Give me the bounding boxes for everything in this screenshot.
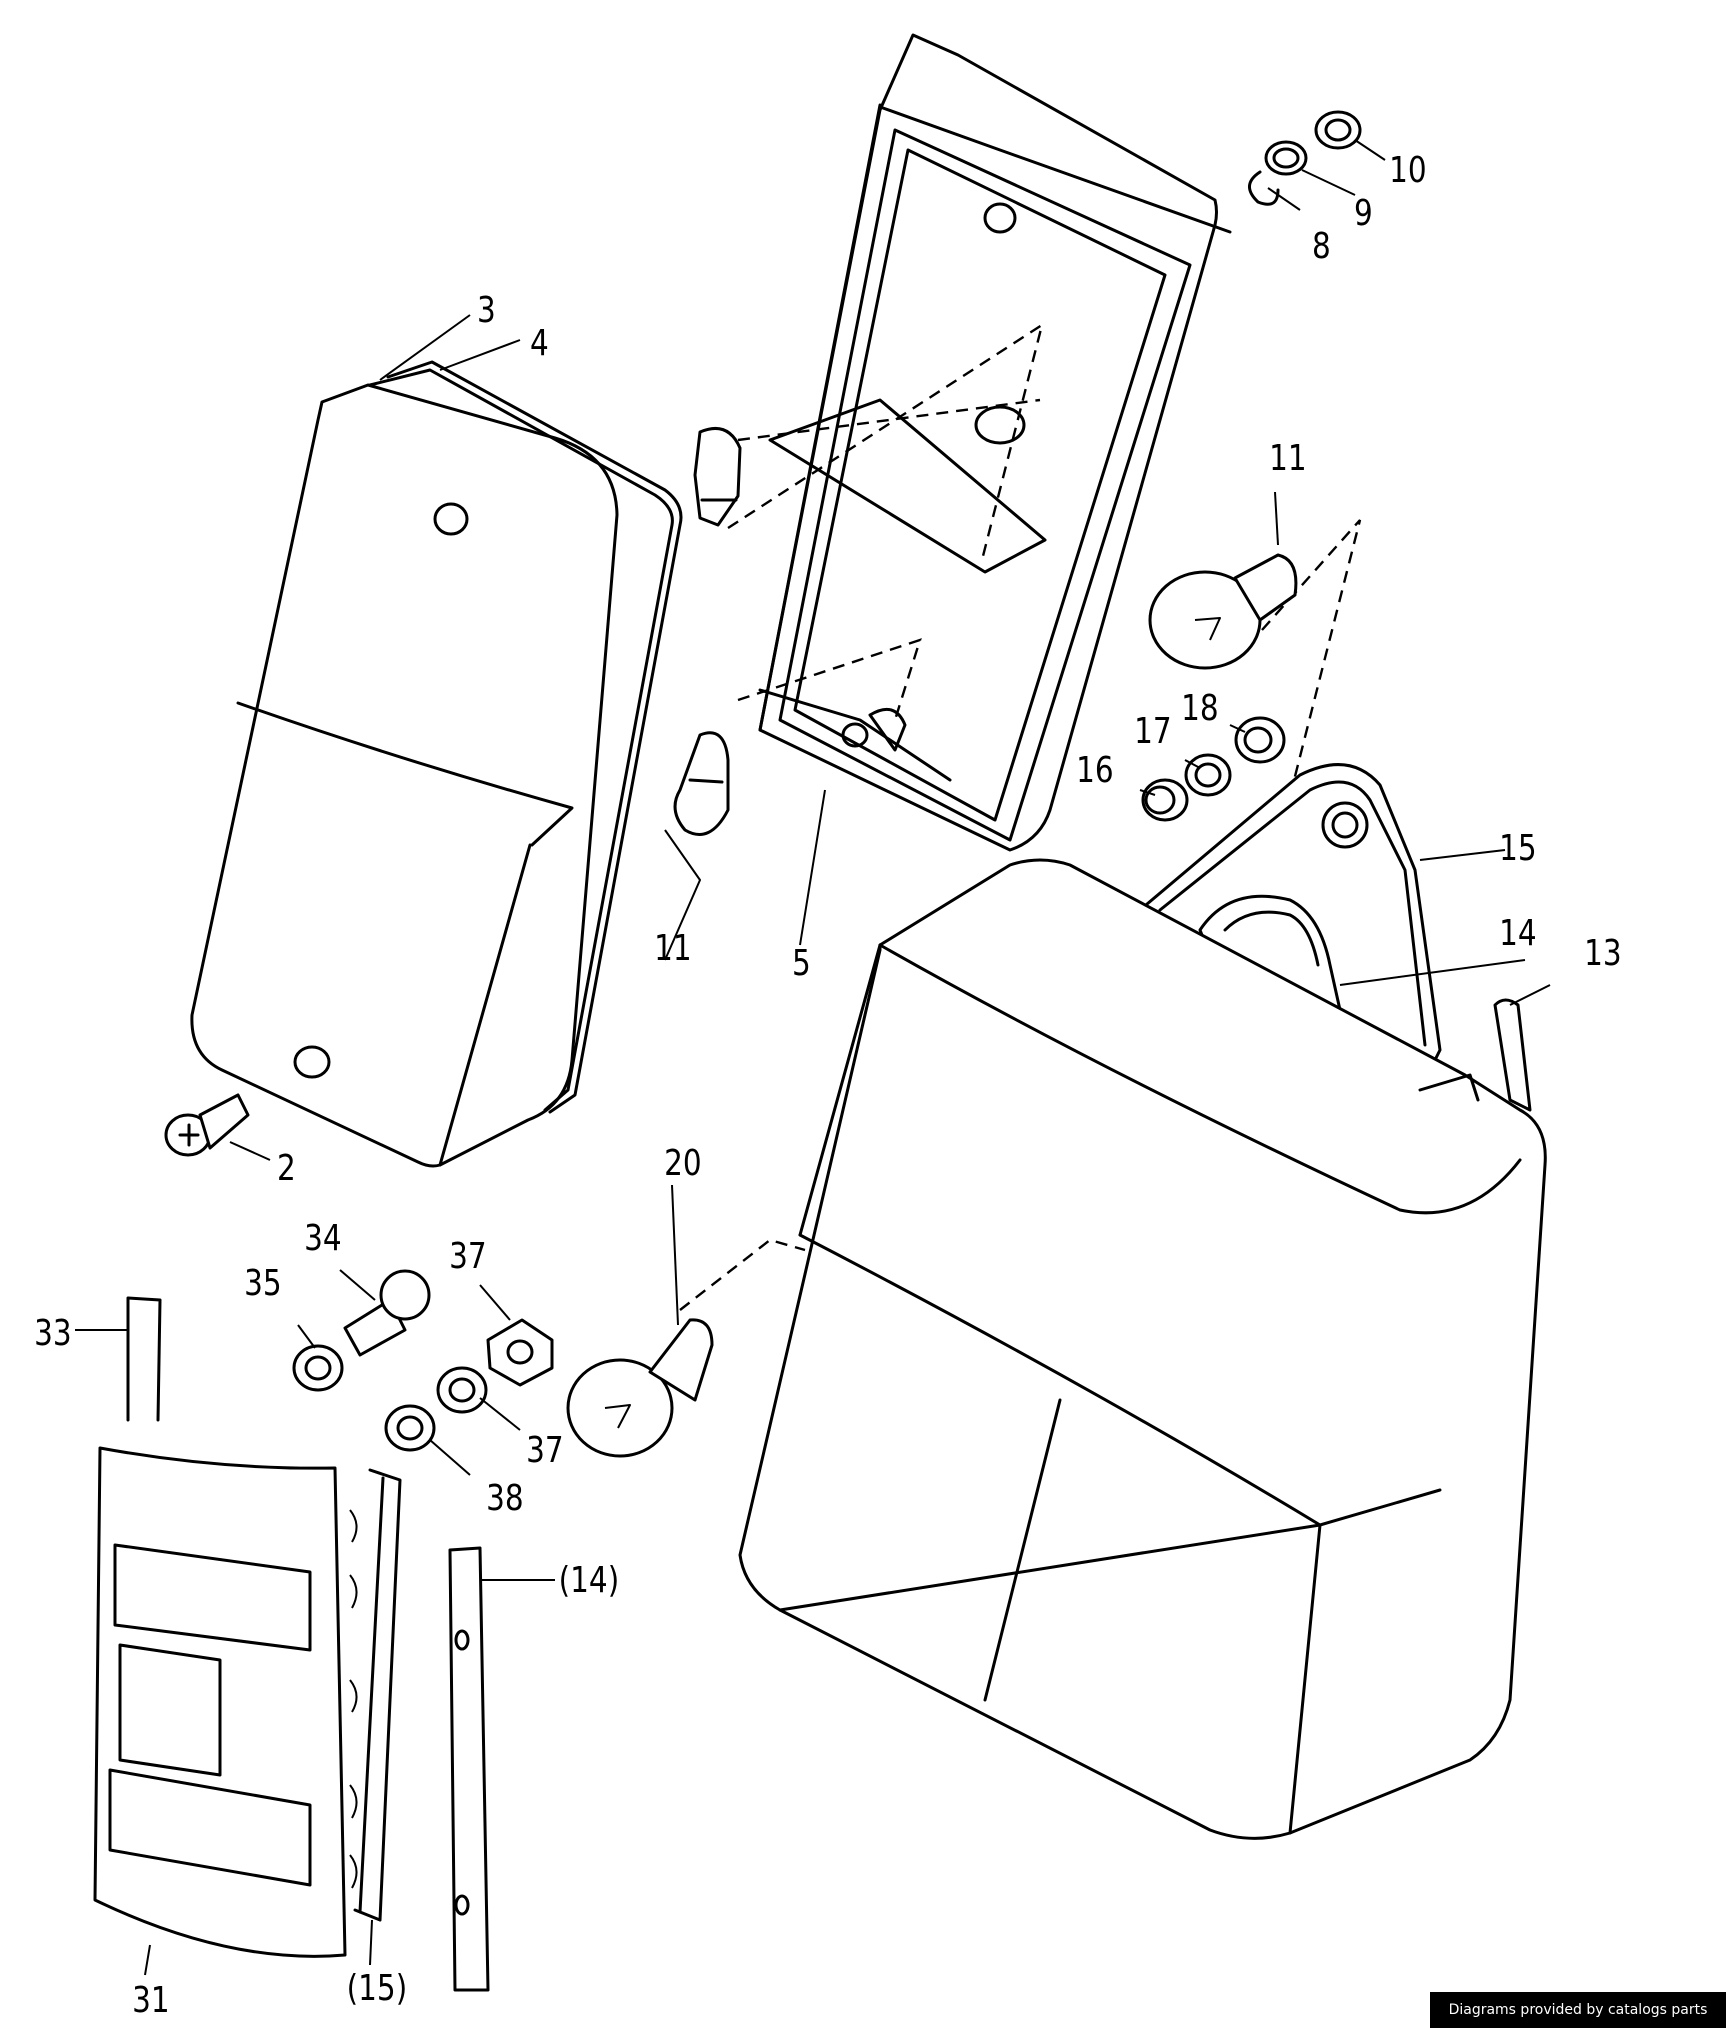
lens-31 <box>93 1446 347 1958</box>
screw-2 <box>164 1093 250 1157</box>
small-hardware-8-9-10 <box>1248 110 1362 206</box>
label-part-9: 9 <box>1354 191 1373 234</box>
main-lamp-body <box>738 858 1547 1840</box>
strip-14-ref <box>448 1546 490 1992</box>
bulb-20 <box>566 1318 714 1458</box>
label-part-20: 20 <box>664 1141 702 1184</box>
small-bulb-lower <box>673 731 730 836</box>
label-part-8: 8 <box>1312 224 1331 267</box>
label-part-36: 37 <box>449 1234 487 1277</box>
strip-15-ref <box>349 1468 402 1922</box>
clip <box>1493 998 1532 1112</box>
label-part-4: 4 <box>530 321 549 364</box>
label-part-17: 17 <box>1134 709 1172 752</box>
fasteners-34-38 <box>292 1269 554 1452</box>
label-part-31: 31 <box>132 1978 170 2021</box>
leader-lines <box>75 139 1551 1976</box>
strip-33 <box>126 1296 162 1422</box>
label-part-14: 14 <box>1499 911 1537 954</box>
label-part-18: 18 <box>1181 686 1219 729</box>
label-part-2: 2 <box>277 1146 296 1189</box>
label-part-11-lower: 11 <box>654 926 692 969</box>
part-labels: 3 4 10 9 8 11 18 17 16 15 14 13 11 5 2 2… <box>34 148 1622 2021</box>
bulb-11-right <box>1148 553 1298 670</box>
label-part-15-ref: (15) <box>347 1966 408 2009</box>
lens-cover <box>190 383 619 1168</box>
small-bulb-upper <box>693 427 742 527</box>
label-part-11-upper: 11 <box>1269 436 1307 479</box>
label-part-15: 15 <box>1499 826 1537 869</box>
label-part-13: 13 <box>1584 931 1622 974</box>
gasket <box>368 360 683 1114</box>
bracket-gasket <box>1198 894 1342 1012</box>
label-part-38: 38 <box>486 1476 524 1519</box>
small-hardware-16-17-18 <box>1141 716 1286 822</box>
label-part-35: 35 <box>244 1261 282 1304</box>
label-part-14-ref: (14) <box>559 1558 620 1601</box>
credit-banner: Diagrams provided by catalogs parts <box>1430 1992 1726 2028</box>
label-part-33: 33 <box>34 1311 72 1354</box>
label-part-3: 3 <box>477 288 496 331</box>
label-part-34: 34 <box>304 1216 342 1259</box>
lamp-housing <box>758 33 1232 852</box>
label-part-5: 5 <box>792 941 811 984</box>
label-part-16: 16 <box>1076 748 1114 791</box>
label-part-37: 37 <box>526 1428 564 1471</box>
label-part-10: 10 <box>1389 148 1427 191</box>
